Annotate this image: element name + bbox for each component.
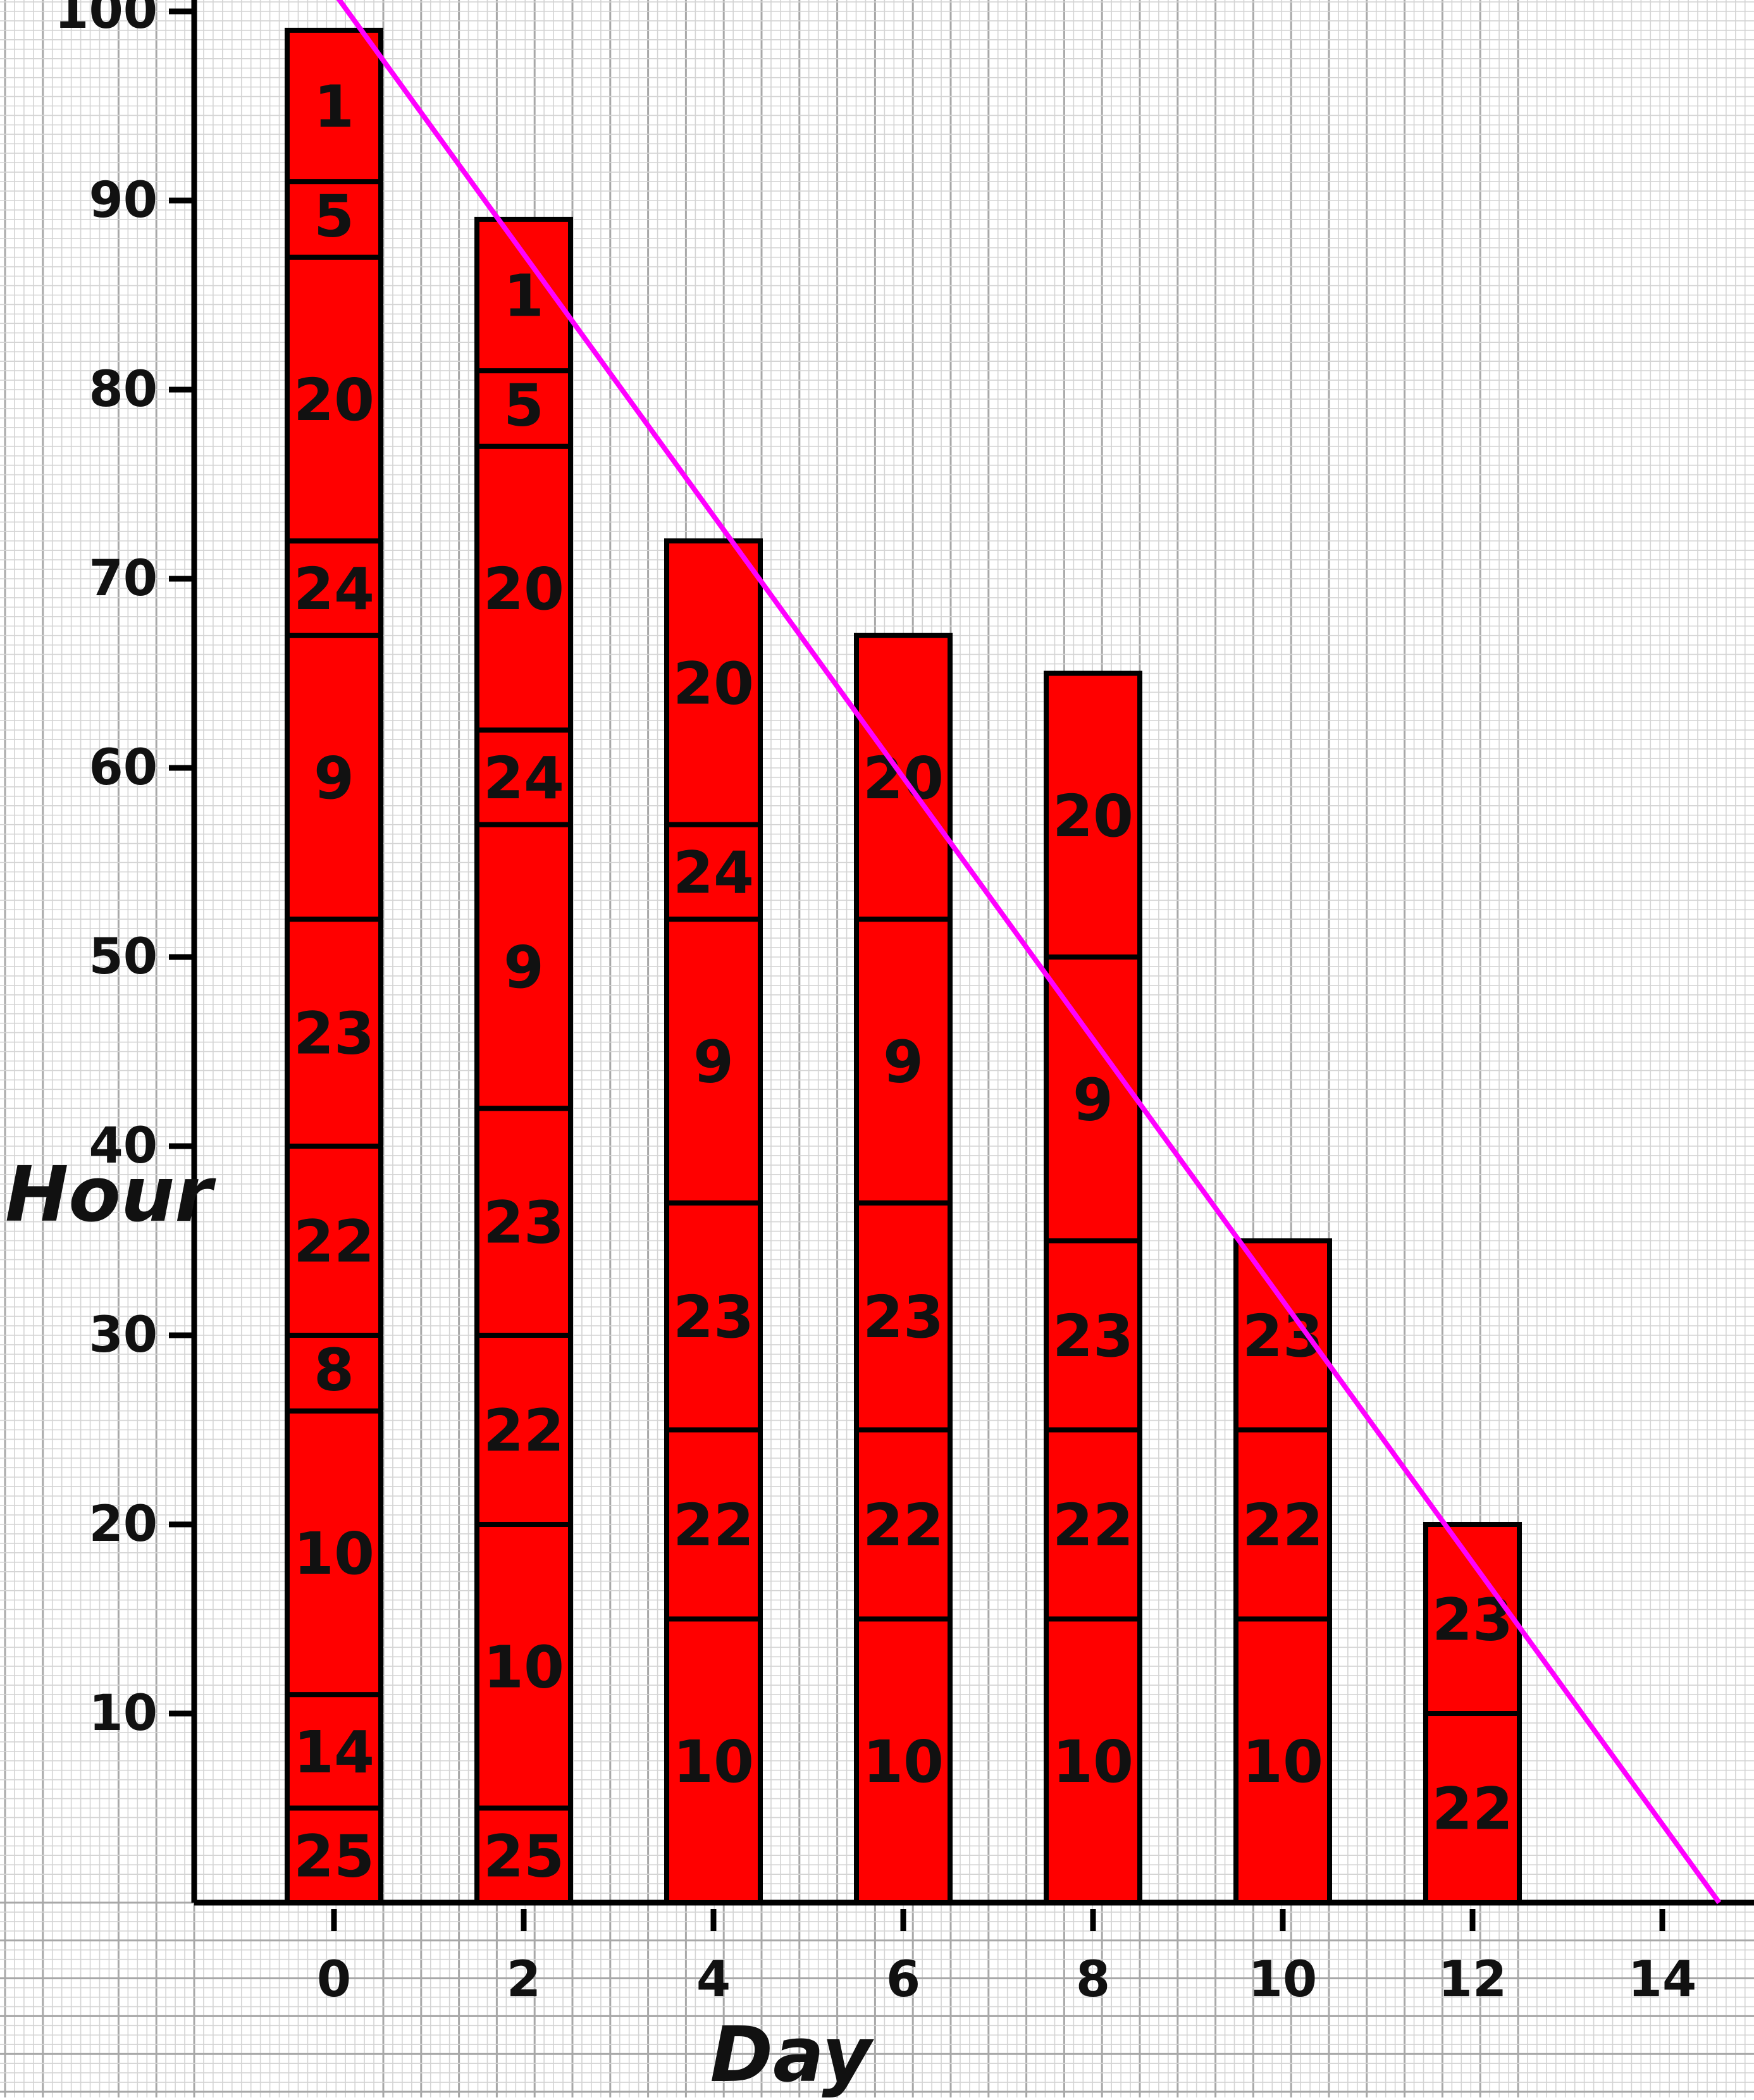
bar-segment-label: 22	[863, 1492, 944, 1559]
bar-segment-label: 14	[293, 1719, 374, 1786]
bar-segment-label: 10	[1053, 1728, 1133, 1796]
y-tick-label: 70	[89, 550, 157, 607]
x-tick-label: 6	[886, 1951, 920, 2008]
x-tick-label: 0	[317, 1951, 351, 2008]
y-tick-label: 80	[89, 361, 157, 418]
bar-segment-label: 8	[314, 1336, 354, 1404]
bar-segment-label: 22	[1242, 1492, 1323, 1559]
bar-segment	[474, 822, 573, 1111]
bar-segment	[1044, 670, 1142, 960]
bar-segment	[285, 1144, 383, 1338]
bar-segment-label: 9	[503, 934, 544, 1001]
bar-segment	[1044, 1427, 1142, 1622]
bar-segment-label: 9	[693, 1028, 734, 1096]
y-tick-label: 30	[89, 1307, 157, 1364]
bar-segment	[285, 1408, 383, 1698]
bar-segment-label: 10	[673, 1728, 754, 1796]
bar-segment	[285, 179, 383, 260]
bar-segment	[664, 822, 763, 922]
x-tick-label: 8	[1076, 1951, 1110, 2008]
bar-segment-label: 24	[483, 744, 564, 812]
bar-segment	[664, 1200, 763, 1433]
y-tick-label: 40	[89, 1118, 157, 1175]
bar-segment	[1233, 1427, 1332, 1622]
bar-segment-label: 22	[1432, 1776, 1513, 1843]
bar-segment	[285, 633, 383, 922]
bar-segment	[854, 1427, 953, 1622]
bar-segment-label: 9	[1073, 1066, 1113, 1133]
x-axis-title: Day	[710, 2011, 874, 2097]
bar-segment-label: 22	[1053, 1492, 1133, 1559]
y-tick-label: 100	[54, 0, 157, 40]
bar-segment	[285, 1333, 383, 1414]
bar-segment-label: 23	[483, 1189, 564, 1257]
x-tick-label: 12	[1438, 1951, 1507, 2008]
bar-segment-label: 20	[483, 555, 564, 623]
y-tick-label: 20	[89, 1496, 157, 1553]
bar-segment	[474, 1106, 573, 1338]
bar-segment-label: 9	[314, 744, 354, 812]
bar-segment-label: 10	[483, 1633, 564, 1701]
bar-segment-label: 20	[673, 650, 754, 718]
bar-segment	[285, 27, 383, 185]
bar-segment-label: 22	[293, 1208, 374, 1276]
bar-segment-label: 25	[483, 1822, 564, 1890]
bar-segment-label: 22	[483, 1397, 564, 1465]
bar-segment	[664, 1616, 763, 1905]
bar-segment	[1233, 1616, 1332, 1905]
y-tick-label: 50	[89, 929, 157, 985]
bar-segment	[1044, 954, 1142, 1244]
bar-segment	[1044, 1616, 1142, 1905]
bar-segment-label: 24	[673, 839, 754, 907]
bar-segment-label: 1	[314, 73, 354, 141]
x-tick-label: 2	[507, 1951, 541, 2008]
bar-segment	[285, 254, 383, 544]
bar-segment-label: 5	[503, 372, 544, 440]
bar-segment	[1423, 1522, 1522, 1716]
bar-segment-label: 10	[293, 1520, 374, 1588]
bar-segment-label: 5	[314, 183, 354, 250]
x-tick-label: 14	[1628, 1951, 1697, 2008]
y-axis-title: Hour	[5, 1151, 216, 1239]
bar-segment	[1423, 1711, 1522, 1905]
bar-segment-label: 23	[673, 1283, 754, 1351]
bar-segment-label: 20	[1053, 782, 1133, 850]
bar-segment-label: 23	[1432, 1586, 1513, 1654]
y-tick-label: 90	[89, 172, 157, 229]
bar-segment-label: 23	[863, 1283, 944, 1351]
bar-segment-label: 24	[293, 555, 374, 623]
x-tick-label: 4	[696, 1951, 731, 2008]
bar-segment	[474, 443, 573, 733]
bar-segment	[1233, 1238, 1332, 1433]
bar-segment	[854, 1616, 953, 1905]
bar-segment-label: 22	[673, 1492, 754, 1559]
bar-segment-label: 10	[1242, 1728, 1323, 1796]
y-tick-label: 60	[89, 739, 157, 796]
bar-segment-label: 20	[293, 366, 374, 434]
bar-segment-label: 9	[883, 1028, 923, 1096]
bar-segment	[664, 538, 763, 827]
bar-segment-label: 23	[1053, 1302, 1133, 1370]
bar-segment	[664, 1427, 763, 1622]
bar-segment-label: 25	[293, 1822, 374, 1890]
bar-segment-label: 23	[293, 1000, 374, 1068]
x-tick-label: 10	[1249, 1951, 1318, 2008]
bar-segment	[285, 538, 383, 638]
bar-segment	[1044, 1238, 1142, 1433]
y-tick-label: 10	[89, 1685, 157, 1742]
trend-line	[336, 0, 1722, 1905]
bar-segment-label: 10	[863, 1728, 944, 1796]
bar-segment	[474, 1805, 573, 1905]
